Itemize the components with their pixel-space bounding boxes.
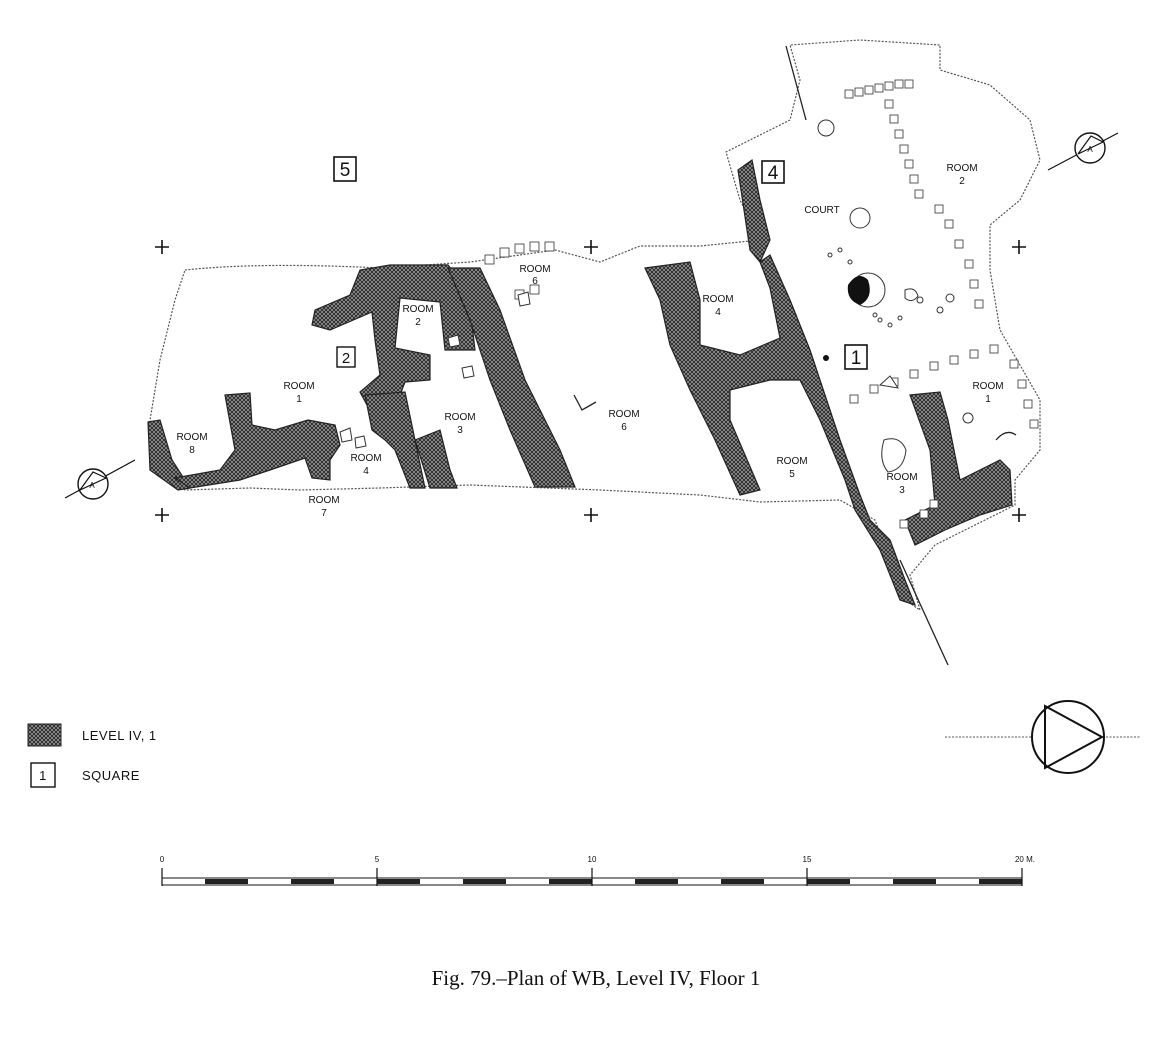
- grid-cross: [1012, 508, 1026, 522]
- scale-tick-label: 10: [588, 855, 597, 864]
- legend: LEVEL IV, 1 1 SQUARE: [27, 723, 157, 788]
- section-marker-left: A: [64, 459, 136, 500]
- stones-and-features: [339, 119, 1017, 473]
- legend-square-label: SQUARE: [82, 768, 140, 783]
- square-1: 1: [851, 348, 862, 369]
- grid-markers: [155, 240, 1026, 522]
- grid-cross: [584, 508, 598, 522]
- brick-features: [484, 79, 1039, 529]
- section-letter: A: [89, 481, 95, 490]
- figure-caption: Fig. 79.–Plan of WB, Level IV, Floor 1: [432, 966, 761, 990]
- section-letter: A: [1087, 145, 1093, 154]
- section-marker-right: A: [1047, 132, 1119, 171]
- scale-tick-label: 20 M.: [1015, 855, 1035, 864]
- legend-level-swatch: [27, 723, 62, 747]
- scale-tick-label: 15: [803, 855, 812, 864]
- grid-cross: [155, 508, 169, 522]
- grid-cross: [584, 240, 598, 254]
- scale-tick-label: 5: [375, 855, 380, 864]
- legend-square-number: 1: [39, 768, 47, 783]
- court-label: COURT: [804, 205, 839, 216]
- north-arrow-icon: [945, 700, 1140, 774]
- grid-cross: [155, 240, 169, 254]
- legend-level-label: LEVEL IV, 1: [82, 728, 157, 743]
- legend-square-swatch: [30, 762, 56, 788]
- grid-cross: [1012, 240, 1026, 254]
- square-2: 2: [342, 350, 350, 367]
- excavation-outline: [149, 39, 1041, 666]
- scale-bar: 0 5 10 15 20 M.: [160, 855, 1035, 886]
- square-4: 4: [768, 163, 779, 184]
- scale-tick-label: 0: [160, 855, 165, 864]
- square-5: 5: [340, 160, 351, 181]
- square-labels: 5 2 4 1: [333, 156, 868, 370]
